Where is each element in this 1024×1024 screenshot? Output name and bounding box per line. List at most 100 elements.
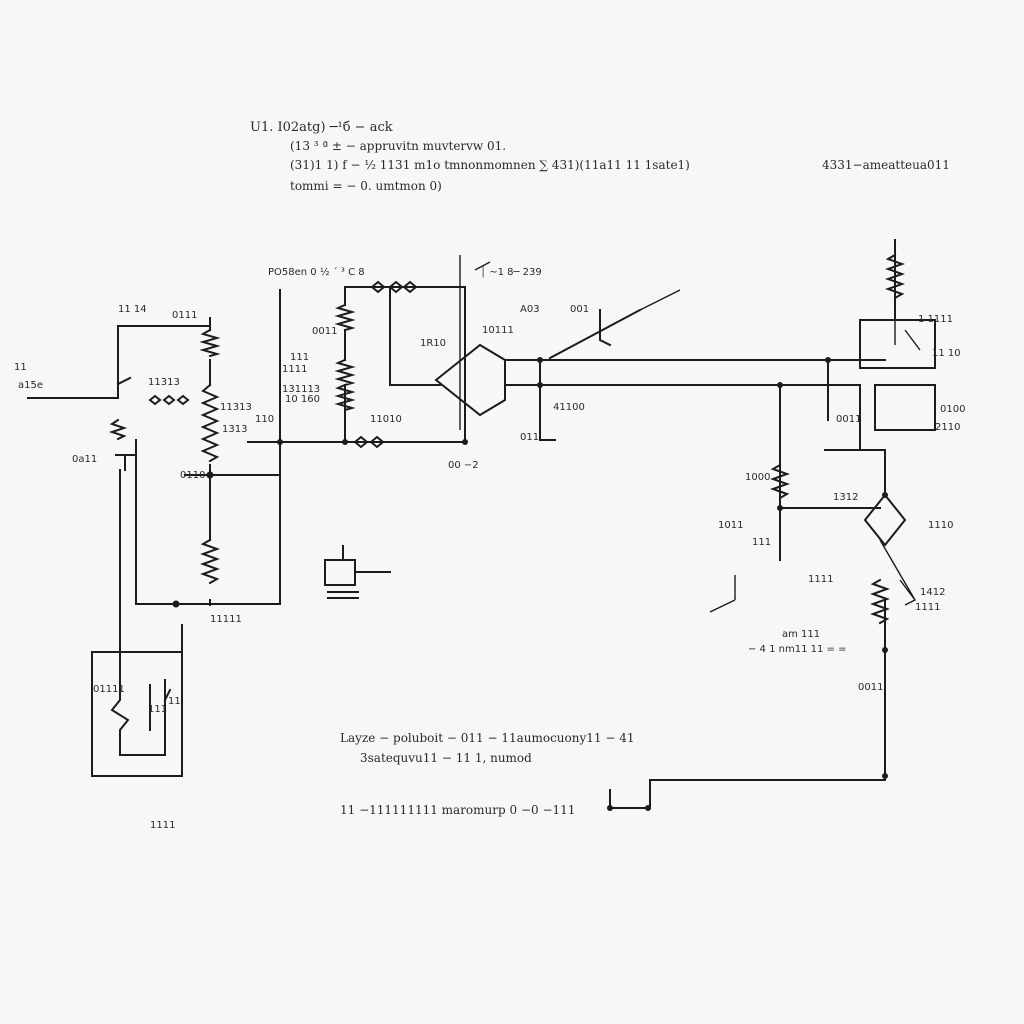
label-right-q2: 1110 [928,520,953,531]
wire-bottom-left [135,439,281,605]
label-ind-b: 111 [752,537,771,548]
label-node-g: 110 [255,414,274,425]
header-line-3: (31)1 1) f − ½ 1131 m1o tmnonmomnen ∑ 43… [290,158,690,172]
junction-dot [882,647,888,653]
label-input-a: 11 [14,362,27,373]
components [91,253,921,777]
label-input-b: a15e [18,380,43,391]
junction-dot [342,439,348,445]
label-node-d: 0011 [312,326,337,337]
label-right-r2: 1412 [920,587,945,598]
wire-switch-blade [116,376,132,386]
label-amp-gnd: 41100 [553,402,585,413]
label-node-h: 10 160 [285,394,320,405]
resistor-right-low [870,578,890,625]
label-ind-a: 1011 [718,520,743,531]
transistor-right [863,493,907,547]
header-right-note: 4331−ameatteua011 [822,158,950,172]
junction-dot [462,439,468,445]
wire-right-relay-box [859,319,936,369]
meter-box [91,651,183,777]
wire-left-loop [117,325,211,385]
resistor-divider-low [334,383,356,412]
bead-chain-top [370,280,418,294]
op-amp [434,343,506,417]
label-out-b: 001 [570,304,589,315]
label-r-low: 0110 [180,470,205,481]
transistor-emitter [879,539,917,606]
resistor-input [108,418,128,441]
bead-chain-left [148,394,190,406]
label-r-pot: 11313 [148,377,180,388]
label-node-a: 131113 [282,384,320,395]
wire-right-return [609,599,886,809]
footer-line-2: 3satequvu11 − 11 1, numod [360,751,532,765]
label-r1: 0111 [172,310,197,321]
label-amp: 1R10 [420,338,446,349]
label-node-e: 111 [290,352,309,363]
label-crystal-a: 111 [148,704,167,715]
header-annotations: U1. I02atg) ─¹б − ack (13 ³ ª ± − appruv… [250,120,950,193]
label-right-r: 1000 [745,472,770,483]
junction-dot [777,505,783,511]
footer-line-3: 11 −111111111 maromurp 0 −0 −111 [340,803,575,817]
label-right-r3: 1111 [915,602,940,613]
relay-contact [894,320,921,351]
junction-dot [537,382,543,388]
wire-top-divider [344,286,466,441]
footer-line-1: Layze − poluboit − 011 − 11aumocuony11 −… [340,731,634,745]
op-amp-supply [459,255,491,430]
capacitor-left [115,454,135,471]
meter-needle [149,684,172,731]
resistor-right-top [885,253,905,300]
resistor-divider-mid [334,358,356,387]
junctions [172,357,888,811]
label-right-node: 0011 [836,414,861,425]
wire-to-amp-in [389,286,441,386]
junction-dot [882,492,888,498]
resistor-low [200,538,220,585]
label-amp-top: │ ~1 8─ 239 [480,265,542,278]
label-out-a: A03 [520,304,540,315]
label-right-misc: 1111 [808,574,833,585]
header-line-2: (13 ³ ª ± − appruvitn muvtervw 01. [290,139,506,153]
junction-dot [607,805,613,811]
label-bottom-node: 0011 [858,682,883,693]
capacitor-block [324,545,391,599]
label-amp-in: 11010 [370,414,402,425]
header-line-1: U1. I02atg) ─¹б − ack [250,120,393,135]
label-out-c: 011 [520,432,539,443]
label-ground-row: − 4 1 nm11 11 = = [748,644,846,655]
wire-diag-stub [599,309,612,347]
label-node-f: 1111 [282,364,307,375]
meter-coil [110,649,166,756]
junction-dot [825,357,831,363]
junction-dot [777,382,783,388]
label-r-mid: 11313 [220,402,252,413]
wire-bus-lower [504,384,861,451]
wire-diag-out [548,308,642,360]
resistor-divider-top [334,303,356,332]
label-bottom-left: 1111 [150,820,175,831]
resistor-right-mid [770,463,790,500]
label-amp-out: 10111 [482,325,514,336]
label-right-c1: 0100 [940,404,965,415]
label-c-top: 11 14 [118,304,147,315]
label-small-note: am 111 [782,629,820,640]
wire-right-sw-box [874,384,936,431]
junction-dot [206,471,214,479]
resistor-pot [200,383,220,463]
label-right-c2: 2110 [935,422,960,433]
label-amp-bias: 00 −2 [448,460,479,471]
footer-annotations: Layze − poluboit − 011 − 11aumocuony11 −… [340,731,634,817]
label-top-divider: PO58en 0 ½ ´ ³ C 8 [268,266,365,278]
label-lamp-b: 11 10 [932,348,961,359]
wire-tap-540 [539,359,556,441]
junction-dot [537,357,543,363]
label-r-bot: 11111 [210,614,242,625]
resistor-r1 [199,328,221,358]
junction-dot [882,773,888,779]
junction-dot [172,600,180,608]
label-right-q: 1312 [833,492,858,503]
